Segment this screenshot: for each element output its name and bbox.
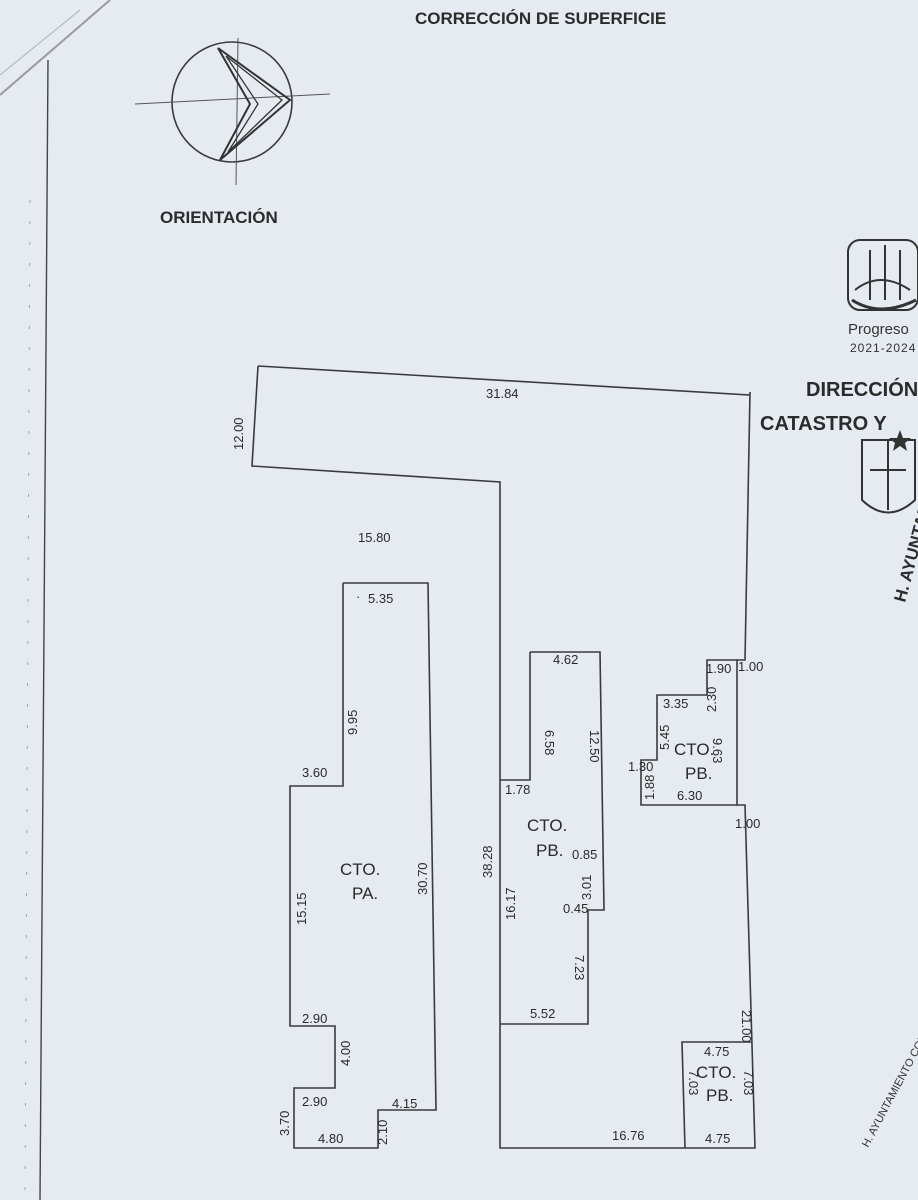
lot-dim-right-step: 1.00	[735, 816, 760, 831]
seal-footer-text: H. AYUNTAMIENTO CONSTITUCIONAL	[860, 968, 918, 1150]
room-pb-right-dim: 6.30	[677, 788, 702, 803]
room-pa-dim: 2.90	[302, 1094, 327, 1109]
room-pb-small-label2: PB.	[706, 1086, 733, 1105]
shield-icon	[861, 430, 916, 514]
room-pb-center-dim: 1.78	[505, 782, 530, 797]
room-pb-right-dim: 5.45	[657, 725, 672, 750]
lot-dim-top: 31.84	[486, 386, 519, 401]
seal-dept-line1: DIRECCIÓN	[806, 377, 918, 401]
room-pb-center-dim: 0.45	[563, 901, 588, 916]
room-pb-center-dim: 16.17	[503, 887, 518, 920]
room-pa-dim: ·	[356, 589, 360, 604]
room-pb-center-dim: 0.85	[572, 847, 597, 862]
room-pa-dim: 3.60	[302, 765, 327, 780]
room-pb-center-dim: 6.58	[542, 730, 557, 755]
margin-line	[39, 59, 49, 1200]
room-pa-dim-top: 5.35	[368, 591, 393, 606]
room-pb-center-dim: 7.23	[572, 955, 587, 980]
lot-dim-bottom: 16.76	[612, 1128, 645, 1143]
room-pb-small-dim-bottom: 4.75	[705, 1131, 730, 1146]
room-pa-dim: 4.80	[318, 1131, 343, 1146]
room-pa-dim: 2.10	[375, 1120, 390, 1145]
room-pb-right-dim: 1.90	[706, 661, 731, 676]
room-pb-small-dim-right: 7.03	[741, 1070, 756, 1095]
room-pa-dim: 4.15	[392, 1096, 417, 1111]
compass-icon	[134, 37, 331, 186]
room-pb-small-outline	[681, 1041, 751, 1149]
room-pb-right-dim: 9.63	[710, 738, 725, 763]
room-pa-dim: 15.15	[294, 892, 309, 925]
room-pa-label2: PA.	[352, 884, 378, 903]
seal-years: 2021-2024	[850, 341, 916, 355]
room-pa-dim-right: 30.70	[415, 862, 430, 895]
margin-dashes	[24, 199, 31, 1200]
room-pb-small-dim-top: 4.75	[704, 1044, 729, 1059]
room-pb-center-dim-top: 4.62	[553, 652, 578, 667]
room-pb-center-dim: 12.50	[587, 730, 602, 763]
lot-dim-right-lower: 21.00	[739, 1010, 754, 1043]
room-pb-right-label1: CTO.	[674, 740, 714, 759]
lot-dim-inner-top: 15.80	[358, 530, 391, 545]
room-pb-center-outline	[500, 651, 605, 1025]
room-pa-dim: 3.70	[277, 1111, 292, 1136]
lot-boundary	[251, 365, 756, 1149]
lot-dim-middle-left: 38.28	[480, 845, 495, 878]
room-pa-outline	[289, 582, 437, 1149]
room-pb-right-dim: 3.35	[663, 696, 688, 711]
pencil-mark	[0, 9, 81, 76]
seal-town: Progreso	[848, 321, 909, 338]
room-pb-right-dim: 1.88	[642, 775, 657, 800]
room-pb-small-label1: CTO.	[696, 1063, 736, 1082]
lot-dim-right-upper: 1.00	[738, 659, 763, 674]
room-pa-dim: 2.90	[302, 1011, 327, 1026]
room-pb-center-step	[500, 652, 531, 781]
orientation-label: ORIENTACIÓN	[160, 208, 278, 227]
room-pb-right-dim: 2.30	[704, 687, 719, 712]
room-pb-right-outline	[640, 659, 737, 806]
town-emblem-icon	[847, 239, 918, 311]
seal-side-text: H. AYUNTAMIENTO	[891, 449, 918, 604]
municipal-seal: Progreso 2021-2024 DIRECCIÓN CATASTRO Y …	[760, 239, 918, 1150]
room-pb-right-label2: PB.	[685, 764, 712, 783]
room-pb-center-label1: CTO.	[527, 816, 567, 835]
room-pb-center-dim-bottom: 5.52	[530, 1006, 555, 1021]
room-pa-dim: 9.95	[345, 710, 360, 735]
room-pa-dim: 4.00	[338, 1041, 353, 1066]
title-text: CORRECCIÓN DE SUPERFICIE	[415, 9, 666, 28]
room-pb-right-dim: 1.30	[628, 759, 653, 774]
room-pa-label1: CTO.	[340, 860, 380, 879]
room-pb-center-dim: 3.01	[579, 875, 594, 900]
pencil-mark	[0, 0, 111, 96]
room-pb-small-dim-left: 7.03	[686, 1070, 701, 1095]
seal-dept-line2: CATASTRO Y	[760, 413, 887, 435]
lot-dim-left-wing: 12.00	[231, 417, 246, 450]
room-pb-center-label2: PB.	[536, 841, 563, 860]
